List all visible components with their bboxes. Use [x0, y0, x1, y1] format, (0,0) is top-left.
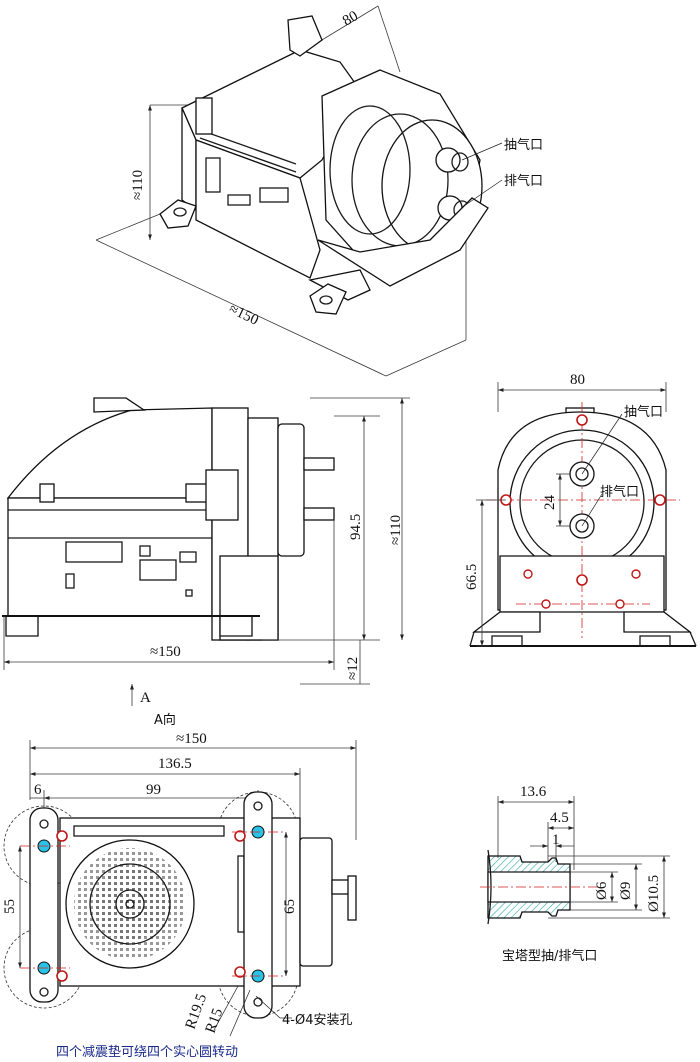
front-view: 80 24 66.5 抽气口 排气口: [464, 372, 697, 647]
bottom-mount-length-label: 136.5: [158, 756, 192, 772]
nozzle-d-inner-label: Ø6: [594, 881, 610, 900]
bottom-holes-label: 4-Ø4安装孔: [282, 1013, 352, 1028]
isometric-view: 80 ≈110 ≈150 抽气口 排气口: [95, 5, 543, 377]
bottom-left-spacing-label: 55: [2, 899, 18, 914]
iso-height-label: ≈110: [130, 170, 146, 200]
nozzle-step-label: 4.5: [550, 810, 569, 826]
bottom-hole-spacing-label: 99: [146, 782, 161, 798]
bottom-length-label: ≈150: [176, 731, 207, 747]
bottom-view: 6 99 136.5 ≈150 55 65 R19.5 R15 4-Ø4安装孔 …: [2, 731, 357, 1060]
front-width-label: 80: [570, 372, 585, 388]
side-total-height-label: ≈110: [388, 515, 404, 545]
side-view: 94.5 ≈110 ≈150 ≈12: [2, 397, 410, 685]
side-pump-cap: [277, 423, 305, 557]
bottom-edge-offset-label: 6: [34, 782, 42, 798]
bottom-pivot-points: [56, 830, 246, 982]
view-direction: A A向: [130, 684, 176, 728]
bottom-note: 四个减震垫可绕四个实心圆转动: [56, 1044, 238, 1060]
nozzle-d-outer-label: Ø10.5: [646, 875, 662, 912]
iso-width-dim-line: [311, 5, 379, 47]
side-dome: [6, 407, 213, 499]
nozzle-d-mid-label: Ø9: [618, 882, 634, 900]
side-foot-right: [219, 615, 253, 637]
nozzle-caption: 宝塔型抽/排气口: [502, 948, 597, 964]
side-foot-label: ≈12: [345, 657, 361, 680]
iso-width-label: 80: [340, 8, 361, 29]
direction-view-label: A向: [154, 712, 176, 728]
iso-suction-label: 抽气口: [504, 137, 543, 153]
bottom-head: [299, 837, 333, 967]
iso-fan-cover: [287, 15, 323, 57]
iso-length-dim-line: [95, 239, 387, 377]
side-length-label: ≈150: [150, 644, 181, 660]
iso-foot-left: [159, 199, 197, 229]
iso-length-label: ≈150: [226, 301, 261, 328]
iso-exhaust-label: 排气口: [504, 173, 543, 189]
side-housing: [7, 497, 213, 617]
bottom-bracket-right: [243, 791, 273, 1019]
side-suction-nozzle: [303, 457, 335, 471]
side-foot-left: [5, 615, 39, 637]
iso-foot-front: [309, 283, 347, 315]
bottom-radius-small-label: R15: [203, 1006, 227, 1035]
front-screw-holes: [500, 414, 666, 609]
side-exhaust-nozzle: [303, 507, 335, 521]
nozzle-step-small-label: 1: [552, 832, 560, 848]
front-suction-label: 抽气口: [624, 404, 663, 420]
side-inner-height-label: 94.5: [348, 514, 364, 540]
bottom-right-spacing-label: 65: [282, 899, 298, 914]
bottom-bracket-left: [29, 807, 59, 1003]
direction-arrow-label: A: [140, 690, 151, 706]
nozzle-detail: 13.6 4.5 1 Ø6 Ø9 Ø10.5 宝塔型抽/排气口: [480, 784, 670, 964]
iso-suction-port: [435, 147, 461, 173]
front-exhaust-label: 排气口: [600, 484, 639, 500]
iso-base: [317, 197, 489, 287]
nozzle-length-label: 13.6: [520, 784, 547, 800]
front-center-height-label: 66.5: [464, 564, 480, 590]
front-port-spacing-label: 24: [542, 495, 558, 511]
